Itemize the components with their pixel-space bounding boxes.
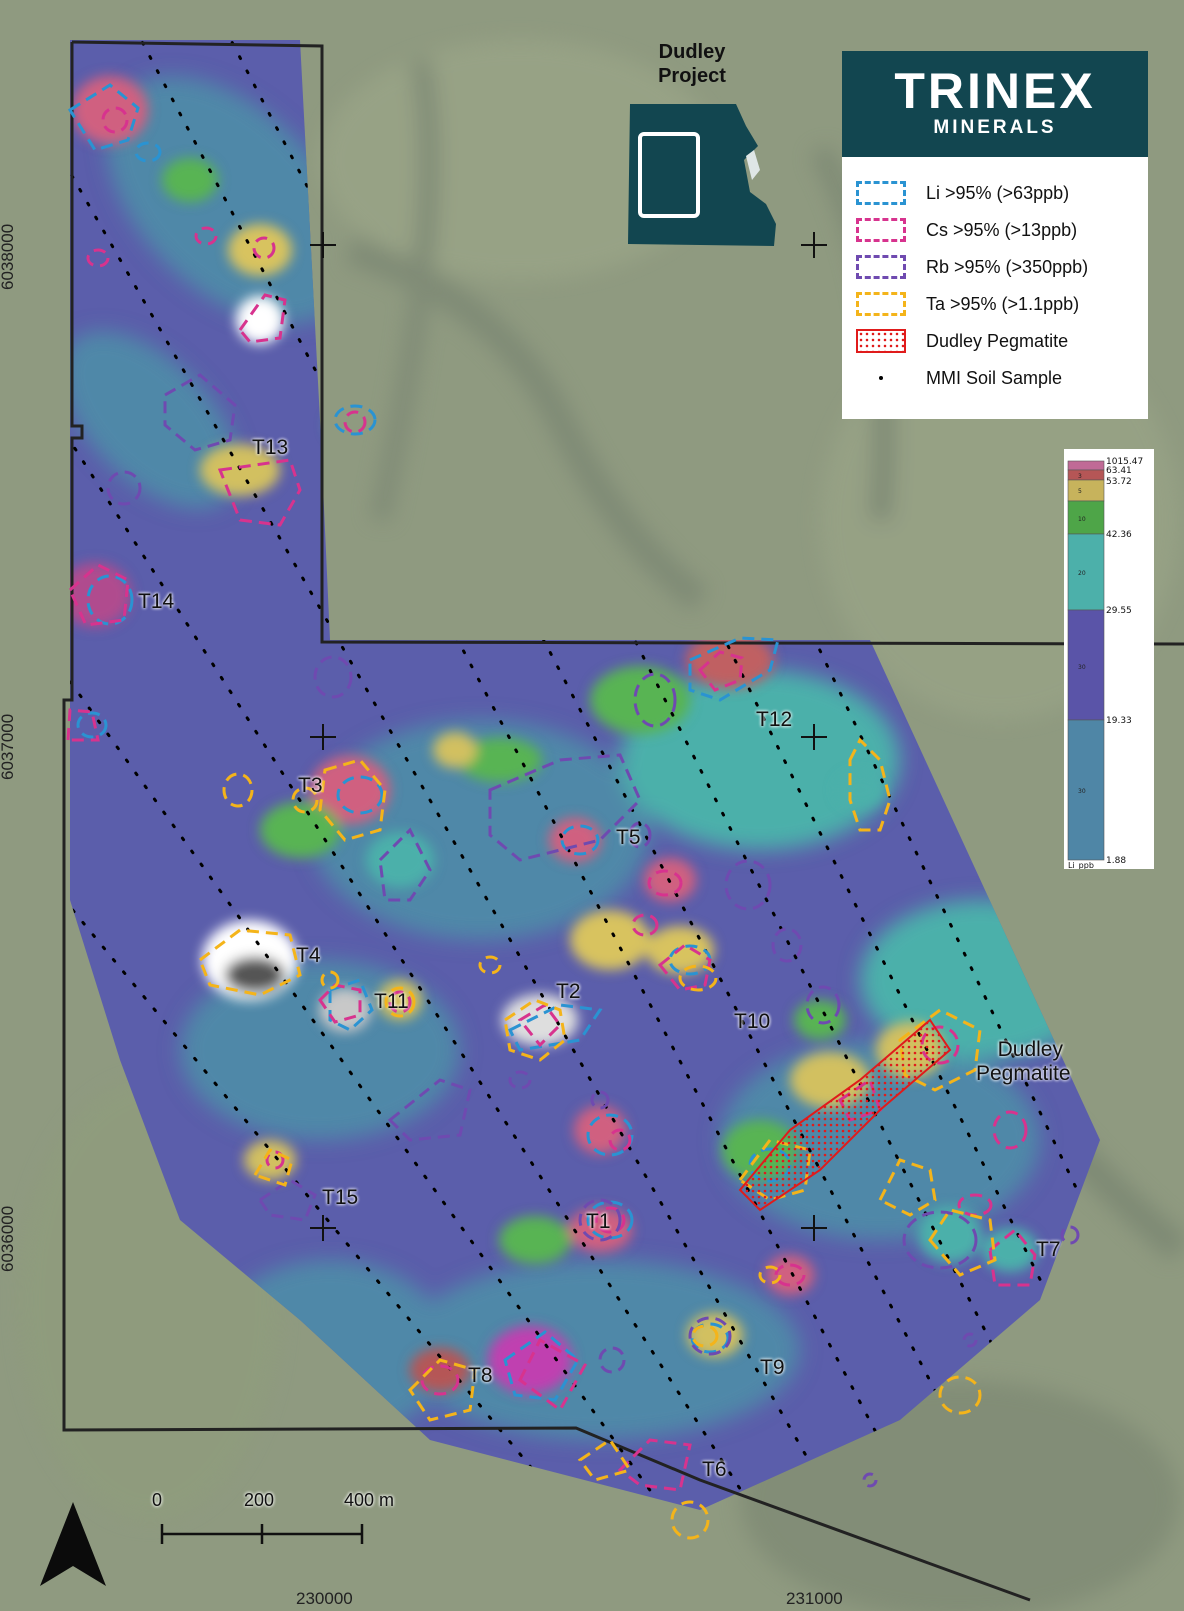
y-axis-label-6036000: 6036000	[0, 1205, 17, 1272]
colorbar-band-4: 30	[1078, 664, 1086, 671]
colorbar-break-2: 53.72	[1106, 477, 1132, 487]
colorbar-break-5: 19.33	[1106, 716, 1132, 726]
legend-swatch-ta	[856, 292, 906, 316]
project-location-inset	[628, 104, 776, 246]
legend-item-rb: Rb >95% (>350ppb)	[856, 252, 1088, 282]
legend-label-ta: Ta >95% (>1.1ppb)	[926, 293, 1080, 314]
target-label-t5: T5	[616, 826, 641, 849]
legend-item-ta: Ta >95% (>1.1ppb)	[856, 289, 1079, 319]
colorbar-band-5: 30	[1078, 788, 1086, 795]
target-label-t1: T1	[586, 1210, 611, 1233]
y-axis-label-6037000: 6037000	[0, 713, 17, 780]
x-axis-label-231000: 231000	[786, 1589, 843, 1608]
project-title-line1: Dudley	[658, 41, 726, 63]
legend-swatch-li	[856, 181, 906, 205]
target-label-t10: T10	[734, 1010, 771, 1033]
colorbar-field: Li_ppb	[1068, 861, 1094, 869]
legend-label-pegmatite: Dudley Pegmatite	[926, 330, 1069, 351]
scale-label-200: 200	[244, 1490, 275, 1510]
y-axis-label-6038000: 6038000	[0, 223, 17, 290]
li-colorbar: 1015.47 63.41 53.72 42.36 29.55 19.33 1.…	[1064, 449, 1154, 870]
grid-crosses	[310, 232, 827, 1241]
ta-anomaly-contours	[198, 737, 997, 1540]
colorbar-band-1: 5	[1078, 488, 1082, 495]
colorbar-break-0: 1015.47	[1106, 457, 1143, 467]
rb-anomaly-contours	[106, 373, 1080, 1488]
logo-brand: TRINEX	[894, 63, 1096, 119]
dudley-pegmatite-outline	[738, 1018, 952, 1212]
target-label-t15: T15	[322, 1186, 359, 1209]
legend-item-cs: Cs >95% (>13ppb)	[856, 215, 1077, 245]
colorbar-break-6: 1.88	[1106, 856, 1126, 866]
legend-swatch-rb	[856, 255, 906, 279]
x-axis-label-230000: 230000	[296, 1589, 353, 1608]
colorbar-break-3: 42.36	[1106, 530, 1132, 540]
north-arrow-icon	[40, 1502, 106, 1586]
legend-swatch-pegmatite	[856, 329, 906, 353]
pegmatite-label: Dudley Pegmatite	[976, 1038, 1071, 1086]
project-title: Dudley Project	[626, 40, 758, 88]
legend-swatch-mmi	[856, 366, 906, 390]
target-label-t9: T9	[760, 1356, 785, 1379]
target-label-t4: T4	[296, 944, 321, 967]
target-label-t12: T12	[756, 708, 793, 731]
logo-sub: MINERALS	[933, 117, 1057, 138]
target-label-t13: T13	[252, 436, 289, 459]
project-title-line2: Project	[658, 65, 726, 87]
colorbar-band-2: 10	[1078, 516, 1086, 523]
pegmatite-label-line1: Dudley	[997, 1038, 1063, 1061]
scale-bar	[160, 1524, 364, 1544]
tenement-boundary	[71, 40, 1184, 646]
legend-panel: TRINEX MINERALS Li >95% (>63ppb) Cs >95%…	[842, 51, 1148, 419]
colorbar-break-1: 63.41	[1106, 466, 1132, 476]
trinex-logo: TRINEX MINERALS	[842, 51, 1148, 157]
colorbar-band-3: 20	[1078, 570, 1086, 577]
legend-item-mmi: MMI Soil Sample	[856, 363, 1062, 393]
colorbar-band-0: 3	[1078, 473, 1082, 480]
legend-label-mmi: MMI Soil Sample	[926, 367, 1063, 388]
tenement-boundary-west	[62, 42, 1031, 1602]
colorbar-break-4: 29.55	[1106, 606, 1132, 616]
pegmatite-label-line2: Pegmatite	[976, 1062, 1071, 1085]
legend-swatch-cs	[856, 218, 906, 242]
legend-label-li: Li >95% (>63ppb)	[926, 182, 1070, 203]
scale-label-0: 0	[152, 1490, 163, 1510]
scale-label-400: 400 m	[344, 1490, 395, 1510]
target-label-t8: T8	[468, 1364, 493, 1387]
target-label-t2: T2	[556, 980, 581, 1003]
target-label-t6: T6	[702, 1458, 727, 1481]
target-label-t11: T11	[374, 990, 409, 1013]
legend-label-rb: Rb >95% (>350ppb)	[926, 256, 1089, 277]
target-label-t3: T3	[298, 774, 323, 797]
cs-anomaly-contours	[66, 106, 1037, 1492]
legend-item-pegmatite: Dudley Pegmatite	[856, 326, 1068, 356]
legend-item-li: Li >95% (>63ppb)	[856, 178, 1069, 208]
target-label-t7: T7	[1036, 1238, 1061, 1261]
li-colorbar-graphic: 1015.47 63.41 53.72 42.36 29.55 19.33 1.…	[1067, 457, 1143, 870]
legend-label-cs: Cs >95% (>13ppb)	[926, 219, 1078, 240]
target-label-t14: T14	[138, 590, 175, 613]
